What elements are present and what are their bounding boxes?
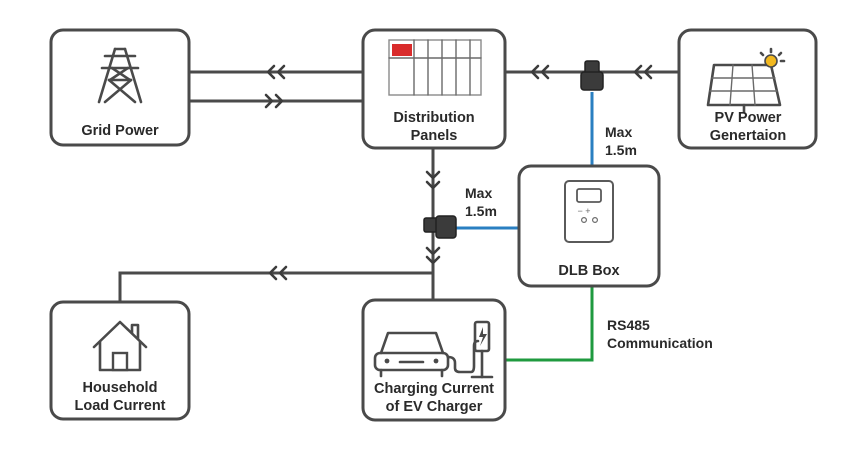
grid-power-node: Grid Power: [49, 28, 191, 147]
pv-power-label-line1: PV Power: [715, 110, 782, 126]
flow-arrows-down-1: [425, 170, 441, 190]
pv-power-label-line2: Genertaion: [710, 128, 787, 144]
rs485-cable: [505, 286, 594, 362]
sun-icon: [759, 47, 786, 68]
flow-arrows-top-left: [266, 64, 286, 80]
max-length-right-line2: 1.5m: [605, 142, 637, 158]
pv-ct-clamp: [580, 60, 604, 91]
charging-station-icon: [446, 320, 494, 379]
ev-charger-label-line2: of EV Charger: [386, 399, 483, 415]
ev-charger-node: Charging Current of EV Charger: [361, 298, 507, 422]
flow-arrows-household: [268, 265, 288, 281]
max-length-left-line2: 1.5m: [465, 203, 497, 219]
max-length-right-line1: Max: [605, 124, 632, 140]
pv-power-node: PV Power Genertaion: [677, 28, 818, 150]
svg-text:− +: − +: [577, 206, 590, 216]
flow-arrows-pv-2: [633, 64, 653, 80]
rs485-label-line1: RS485: [607, 317, 650, 333]
power-tower-icon: [97, 47, 143, 104]
flow-arrows-down-2: [425, 246, 441, 265]
ev-charger-label-line1: Charging Current: [374, 381, 494, 397]
dlb-box-label: DLB Box: [558, 263, 619, 279]
solar-panel-icon: [706, 63, 782, 114]
max-length-left-line1: Max: [465, 185, 492, 201]
active-breaker: [392, 44, 412, 56]
distribution-panels-label-line2: Panels: [411, 128, 458, 144]
junction-to-household-wire: [118, 271, 435, 304]
distribution-panels-node: Distribution Panels: [361, 28, 507, 150]
house-icon: [92, 320, 148, 372]
dlb-device-icon: − +: [564, 180, 614, 243]
household-label-line1: Household: [83, 380, 158, 396]
flow-arrows-bottom-right: [264, 93, 284, 109]
rs485-label-line2: Communication: [607, 335, 713, 351]
dlb-box-node: − + DLB Box: [517, 164, 661, 288]
load-ct-clamp: [423, 215, 457, 239]
electric-car-icon: [373, 331, 450, 378]
distribution-panels-label-line1: Distribution: [393, 110, 474, 126]
breaker-panel-icon: [388, 39, 482, 96]
household-node: Household Load Current: [49, 300, 191, 421]
household-label-line2: Load Current: [74, 398, 165, 414]
flow-arrows-pv-1: [530, 64, 550, 80]
grid-power-label: Grid Power: [81, 123, 159, 139]
